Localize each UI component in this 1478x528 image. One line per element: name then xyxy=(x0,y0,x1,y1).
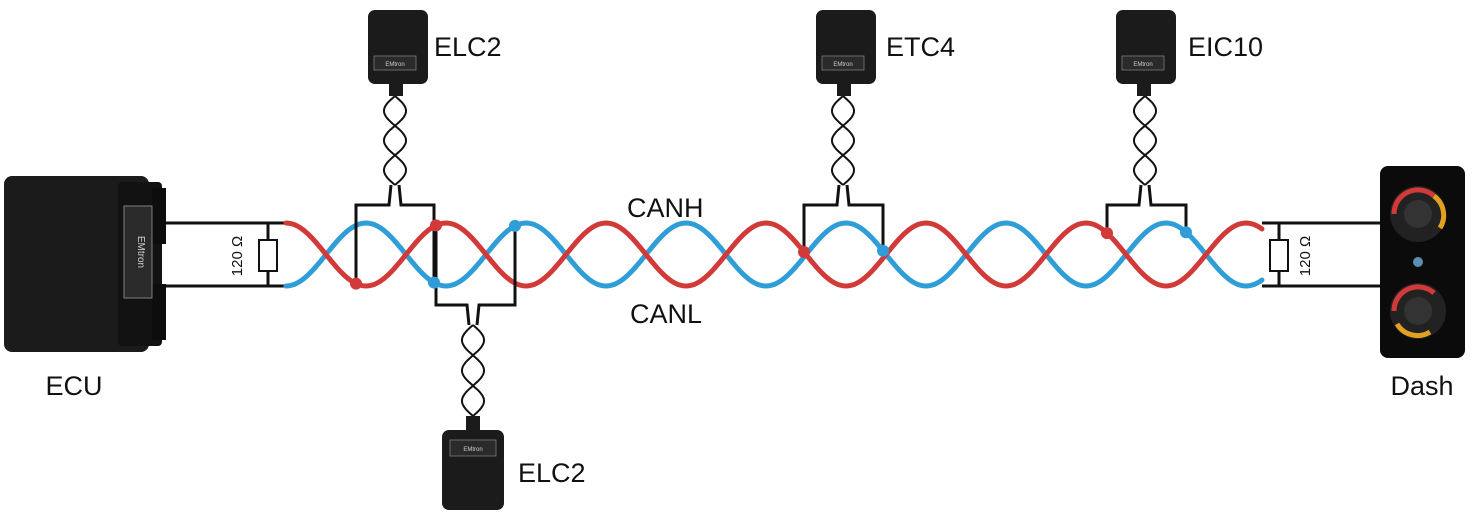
left-terminator-label: 120 Ω xyxy=(229,236,246,276)
dash-device xyxy=(1380,166,1465,358)
dash-center-light xyxy=(1413,257,1423,267)
dash-gauge-bottom xyxy=(1390,283,1446,339)
canl-wire xyxy=(283,220,1265,289)
stub-eic10-cable-strand-a xyxy=(1132,95,1158,186)
module-body xyxy=(1116,10,1176,84)
ecu-connector-bottom xyxy=(152,284,166,340)
module-badge xyxy=(449,439,497,457)
stub-etc4-dot-high xyxy=(798,246,810,259)
stub-eic10-lead-low xyxy=(1147,184,1188,233)
module-elc2-bottom-label: ELC2 xyxy=(518,458,586,488)
canl-label: CANL xyxy=(630,299,702,329)
ecu-label: ECU xyxy=(45,371,102,401)
stub-eic10-dot-high xyxy=(1101,227,1113,240)
canh-wire xyxy=(283,220,1265,289)
module-brand-text: EMtron xyxy=(833,62,852,68)
stub-elc2-bottom-cable-strand-a xyxy=(460,324,486,417)
module-cable-boot xyxy=(837,82,851,96)
stub-eic10-lead-high xyxy=(1105,184,1143,234)
stub-elc2-bottom-dot-low xyxy=(509,219,521,232)
ecu-connector-top xyxy=(152,188,166,244)
stub-elc2-bottom-lead-low xyxy=(475,225,517,326)
right-terminator-wiring xyxy=(1262,221,1380,288)
module-elc2-top-label: ELC2 xyxy=(434,32,502,62)
module-badge xyxy=(1121,55,1165,71)
ecu-device: EMtron xyxy=(4,176,166,352)
stub-elc2-top-cable-strand-a xyxy=(382,95,408,186)
module-cable-boot xyxy=(466,416,480,434)
right-terminator-resistor xyxy=(1269,239,1289,272)
stub-etc4-cable-strand-b xyxy=(830,95,856,186)
module-etc4-label: ETC4 xyxy=(886,32,955,62)
stub-elc2-top-lead-high xyxy=(354,184,393,284)
stub-etc4-lead-high xyxy=(802,184,841,253)
module-brand-text: EMtron xyxy=(1133,62,1152,68)
module-badge xyxy=(821,55,865,71)
module-elc2-bottom: EMtron xyxy=(442,416,504,510)
dash-gauge-top xyxy=(1390,186,1447,242)
stub-etc4-cable-strand-a xyxy=(830,95,856,186)
module-cable-boot xyxy=(1137,82,1151,96)
module-cable-boot xyxy=(389,82,403,96)
ecu-brand-text: EMtron xyxy=(135,236,146,268)
stub-eic10-cable-strand-b xyxy=(1132,95,1158,186)
stub-etc4-dot-low xyxy=(877,244,889,257)
stub-elc2-bottom-dot-high xyxy=(430,219,442,232)
stub-elc2-top-lead-low xyxy=(397,184,436,283)
canh-label: CANH xyxy=(627,193,704,223)
stub-elc2-bottom-lead-high xyxy=(434,225,471,326)
right-terminator-label: 120 Ω xyxy=(1297,236,1314,276)
stub-elc2-top-cable-strand-b xyxy=(382,95,408,186)
module-body xyxy=(368,10,428,84)
module-body xyxy=(816,10,876,84)
module-etc4: EMtron xyxy=(816,10,876,96)
ecu-body xyxy=(4,176,149,352)
left-terminator-wiring xyxy=(166,221,290,288)
module-badge xyxy=(373,55,417,71)
module-eic10: EMtron xyxy=(1116,10,1176,96)
stub-elc2-top-dot-low xyxy=(428,276,440,289)
stub-elc2-bottom-cable-strand-b xyxy=(460,324,486,417)
module-brand-text: EMtron xyxy=(463,447,482,453)
stub-etc4-lead-low xyxy=(845,184,885,251)
left-terminator-resistor xyxy=(258,239,278,272)
dash-label: Dash xyxy=(1390,371,1453,401)
stub-eic10-dot-low xyxy=(1180,226,1192,239)
ecu-logo-badge xyxy=(123,205,153,299)
stub-elc2-top-dot-high xyxy=(350,277,362,290)
junction-dots xyxy=(350,219,1192,290)
module-stubs xyxy=(354,95,1188,417)
module-elc2-top: EMtron xyxy=(368,10,428,96)
module-eic10-label: EIC10 xyxy=(1188,32,1263,62)
module-brand-text: EMtron xyxy=(385,62,404,68)
